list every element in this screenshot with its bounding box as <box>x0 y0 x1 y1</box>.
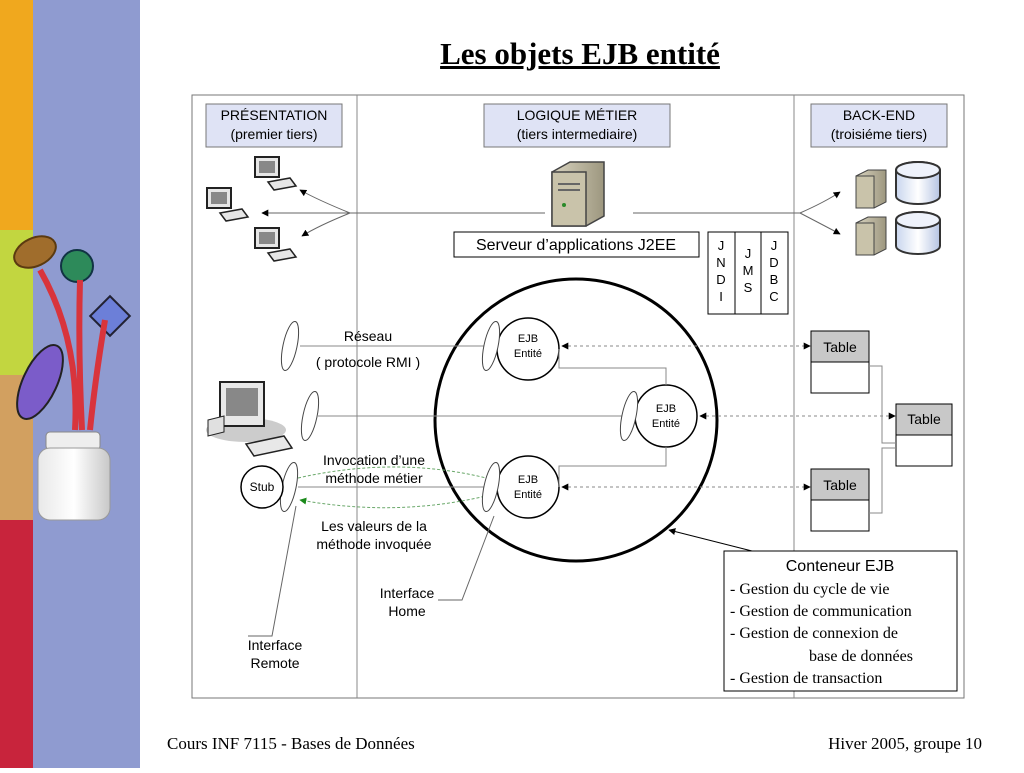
label-interface-home: Interface <box>380 585 435 601</box>
container-description-box: Conteneur EJB - Gestion du cycle de vie … <box>723 550 958 692</box>
svg-text:S: S <box>744 280 753 295</box>
label-interface-remote: Interface <box>248 637 303 653</box>
service-jndi: J N D I <box>707 231 736 315</box>
svg-text:- Gestion de transaction: - Gestion de transaction <box>730 670 882 687</box>
tier-subtitle: (troisiéme tiers) <box>831 126 927 142</box>
svg-text:C: C <box>769 289 778 304</box>
svg-text:EJB: EJB <box>518 474 538 486</box>
svg-text:base de données: base de données <box>809 648 913 665</box>
tier-title: BACK-END <box>843 107 915 123</box>
label-interface-home: Home <box>388 603 426 619</box>
label-valeurs: Les valeurs de la <box>321 518 427 534</box>
server-icon <box>551 161 605 227</box>
svg-text:Table: Table <box>907 411 941 427</box>
svg-text:D: D <box>716 272 725 287</box>
svg-text:D: D <box>769 255 778 270</box>
svg-text:- Gestion de communication: - Gestion de communication <box>730 603 912 620</box>
footer-term: Hiver 2005, groupe 10 <box>828 734 982 753</box>
client-computer-icon <box>254 227 298 262</box>
svg-text:Table: Table <box>823 339 857 355</box>
svg-text:EJB: EJB <box>656 403 676 415</box>
tier-back-end: BACK-END (troisiéme tiers) <box>810 103 948 148</box>
svg-text:- Gestion de connexion de: - Gestion de connexion de <box>730 625 898 642</box>
tier-business-logic: LOGIQUE MÉTIER (tiers intermediaire) <box>483 103 671 148</box>
tier-title: PRÉSENTATION <box>221 107 328 123</box>
label-invocation: méthode métier <box>325 470 423 486</box>
svg-text:Table: Table <box>823 477 857 493</box>
svg-text:Entité: Entité <box>652 418 680 430</box>
tier-subtitle: (premier tiers) <box>230 126 317 142</box>
label-valeurs: méthode invoquée <box>316 536 431 552</box>
svg-text:N: N <box>716 255 725 270</box>
ejb-entity-3: EJB Entité <box>481 455 560 519</box>
slide-title: Les objets EJB entité <box>440 36 720 71</box>
svg-text:M: M <box>743 263 754 278</box>
label-protocole: ( protocole RMI ) <box>316 354 420 370</box>
svg-text:B: B <box>770 272 779 287</box>
stub-label: Stub <box>250 480 275 494</box>
database-server-icon <box>855 211 941 256</box>
svg-text:J: J <box>771 238 778 253</box>
tier-title: LOGIQUE MÉTIER <box>517 107 638 123</box>
ejb-container-circle <box>433 277 719 563</box>
server-label: Serveur d’applications J2EE <box>476 237 676 254</box>
label-reseau: Réseau <box>344 328 392 344</box>
db-table-1: Table <box>810 330 870 394</box>
svg-text:I: I <box>719 289 723 304</box>
service-jms: J M S <box>734 231 762 315</box>
svg-text:J: J <box>745 246 752 261</box>
client-workstation-icon <box>206 381 294 457</box>
container-title: Conteneur EJB <box>786 558 895 575</box>
svg-text:- Gestion du cycle de vie: - Gestion du cycle de vie <box>730 581 890 598</box>
tier-presentation: PRÉSENTATION (premier tiers) <box>205 103 343 148</box>
client-computer-icon <box>254 156 298 191</box>
remote-object-icon <box>280 321 300 371</box>
svg-text:J: J <box>718 238 725 253</box>
svg-text:Entité: Entité <box>514 348 542 360</box>
remote-object-icon <box>300 391 320 441</box>
stub-node <box>240 465 284 509</box>
database-server-icon <box>855 161 941 209</box>
svg-text:EJB: EJB <box>518 333 538 345</box>
label-interface-remote: Remote <box>250 655 299 671</box>
label-invocation: Invocation d’une <box>323 452 425 468</box>
svg-text:Entité: Entité <box>514 489 542 501</box>
tier-subtitle: (tiers intermediaire) <box>517 126 638 142</box>
service-jdbc: J D B C <box>760 231 789 315</box>
client-computer-icon <box>206 187 250 222</box>
footer-course: Cours INF 7115 - Bases de Données <box>167 734 415 753</box>
db-table-3: Table <box>810 468 870 532</box>
decorative-jar-illustration <box>13 235 132 521</box>
db-table-2: Table <box>895 403 953 467</box>
